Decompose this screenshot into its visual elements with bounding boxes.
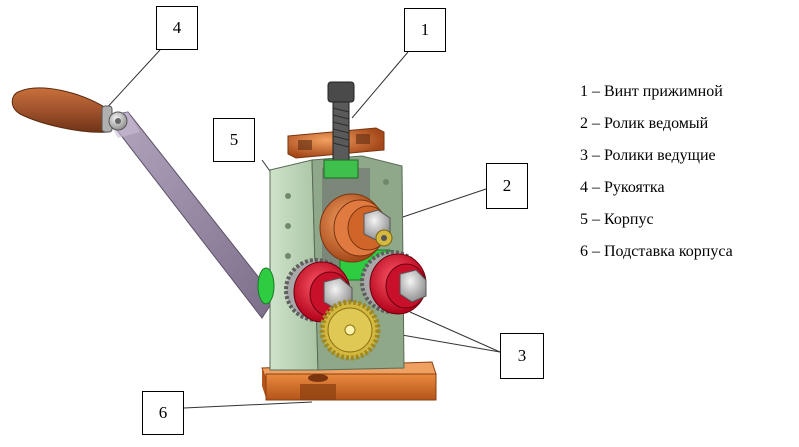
legend-item-3: 3 – Ролики ведущие — [580, 147, 716, 164]
callout-2: 2 — [486, 163, 528, 209]
legend-item-4: 4 – Рукоятка — [580, 179, 665, 196]
legend-item-1: 1 – Винт прижимной — [580, 83, 723, 100]
leader-3a — [409, 311, 501, 353]
pressure-screw — [323, 81, 359, 179]
legend-item-5: 5 – Корпус — [580, 211, 654, 228]
callout-1: 1 — [404, 8, 446, 52]
leader-1 — [351, 51, 409, 119]
legend-item-2: 2 – Ролик ведомый — [580, 115, 709, 132]
legend: 1 – Винт прижимной 2 – Ролик ведомый 3 –… — [580, 76, 795, 268]
callout-5: 5 — [213, 118, 255, 162]
driven-roller — [319, 193, 393, 263]
leader-2 — [387, 188, 487, 223]
callout-6: 6 — [142, 391, 184, 435]
callout-3: 3 — [500, 333, 544, 379]
leader-4 — [102, 49, 161, 113]
legend-item-6: 6 – Подставка корпуса — [580, 243, 733, 260]
gold-gear — [319, 299, 381, 361]
leader-6 — [183, 401, 313, 409]
handle-grip — [11, 87, 128, 133]
callout-4: 4 — [156, 6, 198, 50]
